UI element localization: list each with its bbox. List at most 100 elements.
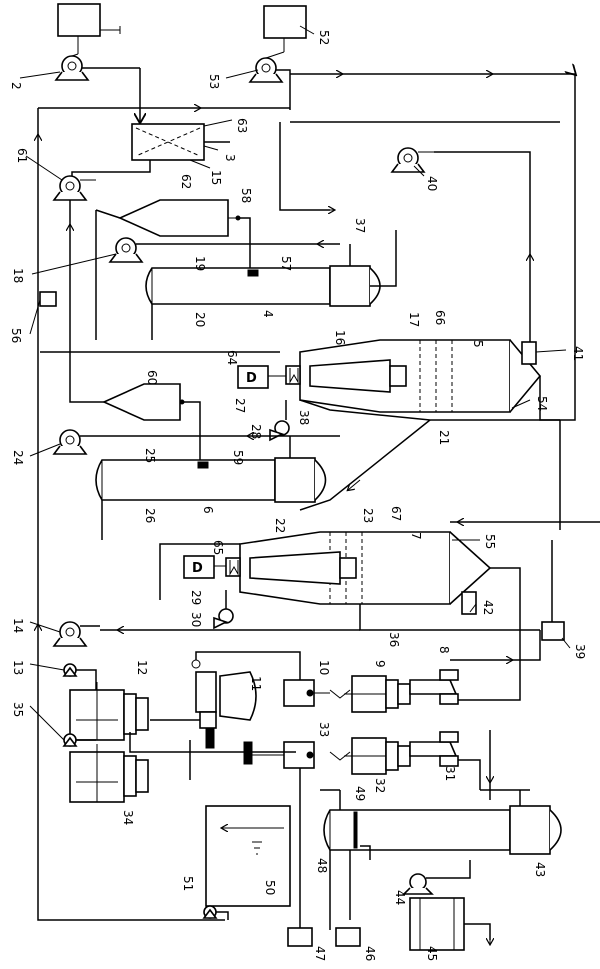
label-6: 6 [201,506,215,514]
mixing-tank-12 [69,682,149,741]
label-18: 18 [11,268,25,283]
label-32: 32 [373,778,387,793]
pump-44 [402,873,434,895]
label-51: 51 [181,876,195,891]
label-57: 57 [279,256,293,271]
condenser-43 [323,805,562,855]
label-34: 34 [121,810,135,825]
label-37: 37 [353,218,367,233]
label-26: 26 [143,508,157,523]
controller-64-letter: D [246,371,257,386]
controller-64: D [237,365,286,389]
label-56: 56 [9,328,23,343]
separator-60 [102,383,185,421]
label-47: 47 [313,946,327,961]
label-10: 10 [317,660,331,675]
pump-53 [248,51,285,83]
label-30: 30 [189,612,203,627]
label-65: 65 [211,540,225,555]
label-38: 38 [297,410,311,425]
label-25: 25 [143,448,157,463]
heat-exchanger-6 [95,457,327,503]
label-61: 61 [15,148,29,163]
label-29: 29 [189,590,203,605]
separator-58 [118,199,241,237]
label-35: 35 [11,702,25,717]
valve-35 [62,733,78,747]
label-28: 28 [249,424,263,439]
label-17: 17 [407,312,421,327]
label-49: 49 [353,786,367,801]
pump-40 [390,147,434,173]
label-13: 13 [11,660,25,675]
cyclone-8 [409,669,459,705]
label-27: 27 [233,398,247,413]
label-21: 21 [437,430,451,445]
cyclone-31 [409,731,459,767]
pump-61 [52,175,96,201]
centrifuge-11 [189,659,257,780]
label-50: 50 [263,880,277,895]
label-16: 16 [333,330,347,345]
feed-tank-52 [263,5,307,52]
label-3: 3 [223,154,237,162]
label-62: 62 [179,174,193,189]
dryer-33 [243,741,315,769]
label-5: 5 [471,340,485,348]
reactor-32 [329,737,411,775]
label-66: 66 [433,310,447,325]
label-58: 58 [239,188,253,203]
tank-50 [205,805,291,907]
heat-exchanger-4 [145,265,381,307]
label-23: 23 [361,508,375,523]
dryer-10 [283,679,330,707]
labels: 2 3 4 5 6 7 8 9 10 11 12 13 14 15 16 17 … [9,30,587,961]
label-11: 11 [249,676,263,691]
label-53: 53 [207,74,221,89]
box-56 [39,291,57,307]
reactor-9 [329,675,411,713]
label-12: 12 [135,660,149,675]
label-55: 55 [483,534,497,549]
filter-3 [131,123,211,169]
label-39: 39 [573,644,587,659]
label-22: 22 [273,518,287,533]
label-40: 40 [425,176,439,191]
label-41: 41 [571,346,585,361]
pump-2 [54,53,140,81]
label-67: 67 [389,506,403,521]
label-48: 48 [315,858,329,873]
evaporator-7 [225,531,492,605]
pump-28 [269,420,290,442]
label-8: 8 [437,646,451,654]
label-31: 31 [443,766,457,781]
controller-65-letter: D [192,561,203,576]
label-43: 43 [533,862,547,877]
box-39 [541,621,565,641]
label-20: 20 [193,312,207,327]
label-42: 42 [481,600,495,615]
box-47 [287,927,313,947]
tank-45 [409,897,465,951]
pump-30 [213,608,234,630]
label-46: 46 [363,946,377,961]
mixing-tank-34 [69,744,149,803]
label-45: 45 [425,946,439,961]
valve-51 [202,905,218,919]
label-4: 4 [261,310,275,318]
label-7: 7 [409,532,423,540]
label-63: 63 [235,118,249,133]
label-44: 44 [393,890,407,905]
label-59: 59 [231,450,245,465]
box-46 [335,927,361,947]
label-14: 14 [11,618,25,633]
label-24: 24 [11,450,25,465]
label-19: 19 [193,256,207,271]
label-64: 64 [225,350,239,365]
pump-14 [52,621,88,647]
evaporator-5 [285,339,542,413]
label-36: 36 [387,632,401,647]
leader-lines [19,25,571,741]
pump-24 [52,429,88,455]
